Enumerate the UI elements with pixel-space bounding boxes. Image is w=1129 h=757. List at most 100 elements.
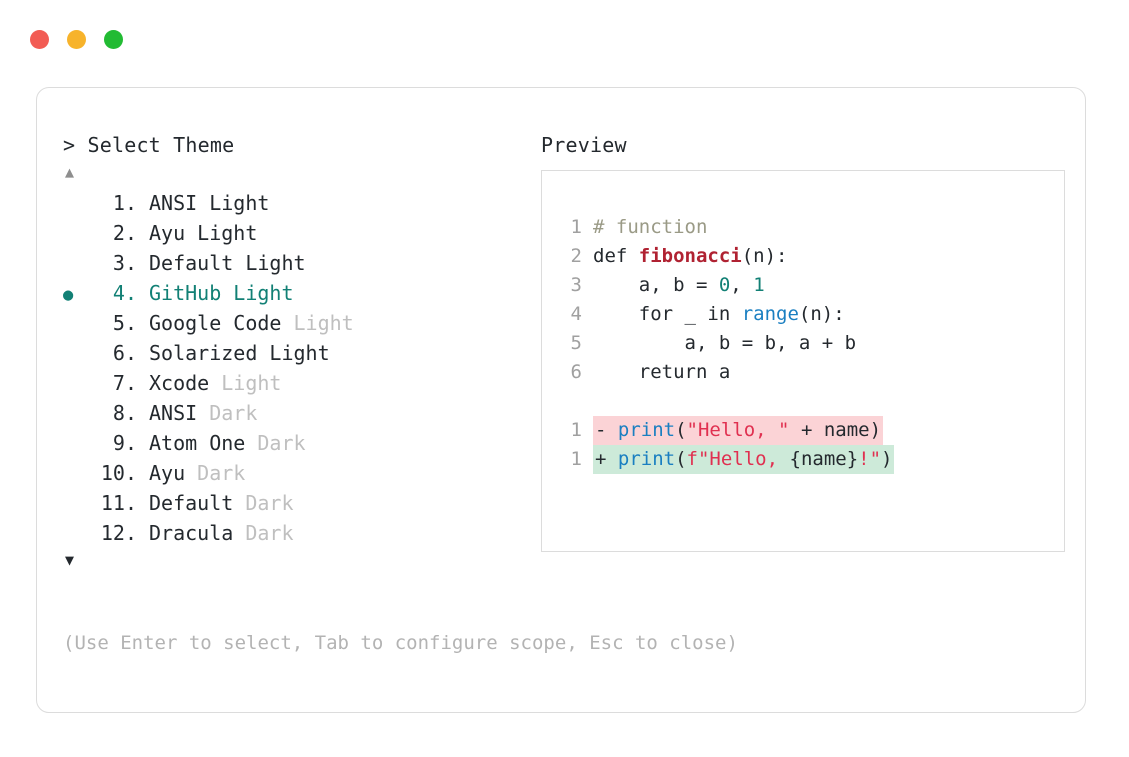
code-token: print [617, 419, 676, 441]
code-token: , [730, 274, 754, 296]
theme-item-number: 6. [112, 341, 137, 365]
theme-item-variant: Dark [197, 401, 258, 425]
theme-picker-dialog: > Select Theme ▲ 1. ANSI Light 2. Ayu Light… [36, 87, 1086, 713]
theme-item-variant: Light [185, 221, 258, 245]
theme-list-item[interactable]: 2. Ayu Light [63, 218, 533, 248]
code-line: 4 for _ in range(n): [560, 300, 1064, 329]
diff-line-add: 1 + print(f"Hello, {name}!") [560, 445, 1064, 474]
keyboard-hint: (Use Enter to select, Tab to configure s… [63, 632, 738, 654]
theme-item-number: 1. [112, 191, 137, 215]
theme-list-item[interactable]: 10. Ayu Dark [63, 458, 533, 488]
theme-item-name: GitHub [149, 281, 222, 305]
theme-item-variant: Light [257, 341, 330, 365]
diff-line-text: + print(f"Hello, {name}!") [593, 445, 895, 474]
code-token: + name) [789, 419, 882, 441]
code-token: for _ in [593, 303, 742, 325]
theme-item-variant: Dark [233, 521, 294, 545]
code-token: "Hello, " [686, 419, 790, 441]
line-number: 1 [570, 448, 582, 470]
theme-select-column: > Select Theme ▲ 1. ANSI Light 2. Ayu Light… [63, 132, 533, 570]
theme-list-item[interactable]: 6. Solarized Light [63, 338, 533, 368]
line-number: 1 [570, 216, 582, 238]
code-token: fibonacci [638, 245, 742, 267]
line-number: 1 [570, 419, 582, 441]
line-number: 6 [570, 361, 582, 383]
theme-item-variant: Light [221, 281, 294, 305]
maximize-icon[interactable] [104, 30, 123, 49]
diff-line-text: - print("Hello, " + name) [593, 416, 884, 445]
theme-item-name: Dracula [149, 521, 234, 545]
theme-list-item[interactable]: 1. ANSI Light [63, 188, 533, 218]
theme-list-item[interactable]: ●4.GitHub Light [63, 278, 533, 308]
scroll-up-icon[interactable]: ▲ [65, 163, 75, 181]
diff-sign: + [595, 448, 618, 470]
theme-item-name: Ayu [149, 461, 186, 485]
line-number: 5 [570, 332, 582, 354]
close-icon[interactable] [30, 30, 49, 49]
code-line-text: a, b = b, a + b [593, 329, 857, 358]
line-number: 3 [570, 274, 582, 296]
code-token: (n): [741, 245, 788, 267]
theme-item-number: 7. [112, 371, 137, 395]
theme-item-variant: Light [197, 191, 270, 215]
code-token: !" [858, 448, 882, 470]
code-line-text: a, b = 0, 1 [593, 271, 765, 300]
theme-item-number: 3. [112, 251, 137, 275]
code-line-text: for _ in range(n): [593, 300, 845, 329]
theme-item-name: ANSI [149, 191, 198, 215]
theme-item-name: Ayu [149, 221, 186, 245]
code-token: a, b = [593, 274, 719, 296]
theme-item-number: 2. [112, 221, 137, 245]
window-traffic-lights [30, 30, 123, 49]
code-line: 1 # function [560, 213, 1064, 242]
theme-item-number: 5. [112, 311, 137, 335]
theme-select-header: > Select Theme [63, 133, 235, 157]
line-number: 2 [570, 245, 582, 267]
code-token: ( [675, 419, 687, 441]
theme-list-item[interactable]: 12. Dracula Dark [63, 518, 533, 548]
code-token: range [741, 303, 799, 325]
code-token: print [617, 448, 676, 470]
diff-line-del: 1- print("Hello, " + name) [560, 416, 1064, 445]
theme-list-item[interactable]: 8.ANSI Dark [63, 398, 533, 428]
code-token: # function [593, 216, 708, 238]
theme-list-item[interactable]: 11.Default Dark [63, 488, 533, 518]
theme-list-item[interactable]: 9.Atom One Dark [63, 428, 533, 458]
theme-item-variant: Light [209, 371, 282, 395]
theme-item-name: Atom One [149, 431, 246, 455]
code-line: 6 return a [560, 358, 1064, 387]
theme-item-name: Solarized [149, 341, 258, 365]
code-token: return a [593, 361, 731, 383]
theme-list-item[interactable]: 3.Default Light [63, 248, 533, 278]
diff-sign: - [595, 419, 618, 441]
line-number: 4 [570, 303, 582, 325]
code-token: ( [675, 448, 687, 470]
theme-item-variant: Dark [245, 431, 306, 455]
theme-list-item[interactable]: 7.Xcode Light [63, 368, 533, 398]
theme-item-number: 12. [100, 521, 137, 545]
theme-item-number: 10. [100, 461, 137, 485]
code-token: 0 [718, 274, 731, 296]
theme-item-variant: Dark [233, 491, 294, 515]
theme-item-variant: Dark [185, 461, 246, 485]
code-token: a, b = b, a + b [593, 332, 857, 354]
code-token: {name} [789, 448, 859, 470]
code-spacer [560, 387, 1064, 416]
minimize-icon[interactable] [67, 30, 86, 49]
code-line-text: def fibonacci(n): [593, 242, 787, 271]
code-line-text: # function [593, 213, 707, 242]
code-token: def [593, 245, 639, 267]
code-line: 3 a, b = 0, 1 [560, 271, 1064, 300]
scroll-down-icon[interactable]: ▼ [65, 551, 75, 569]
code-token: f"Hello, [686, 448, 790, 470]
code-line-text: return a [593, 358, 731, 387]
theme-item-number: 11. [100, 491, 137, 515]
theme-list-item[interactable]: 5.Google Code Light [63, 308, 533, 338]
theme-item-number: 4. [112, 281, 137, 305]
code-line: 5 a, b = b, a + b [560, 329, 1064, 358]
code-token: (n): [798, 303, 845, 325]
